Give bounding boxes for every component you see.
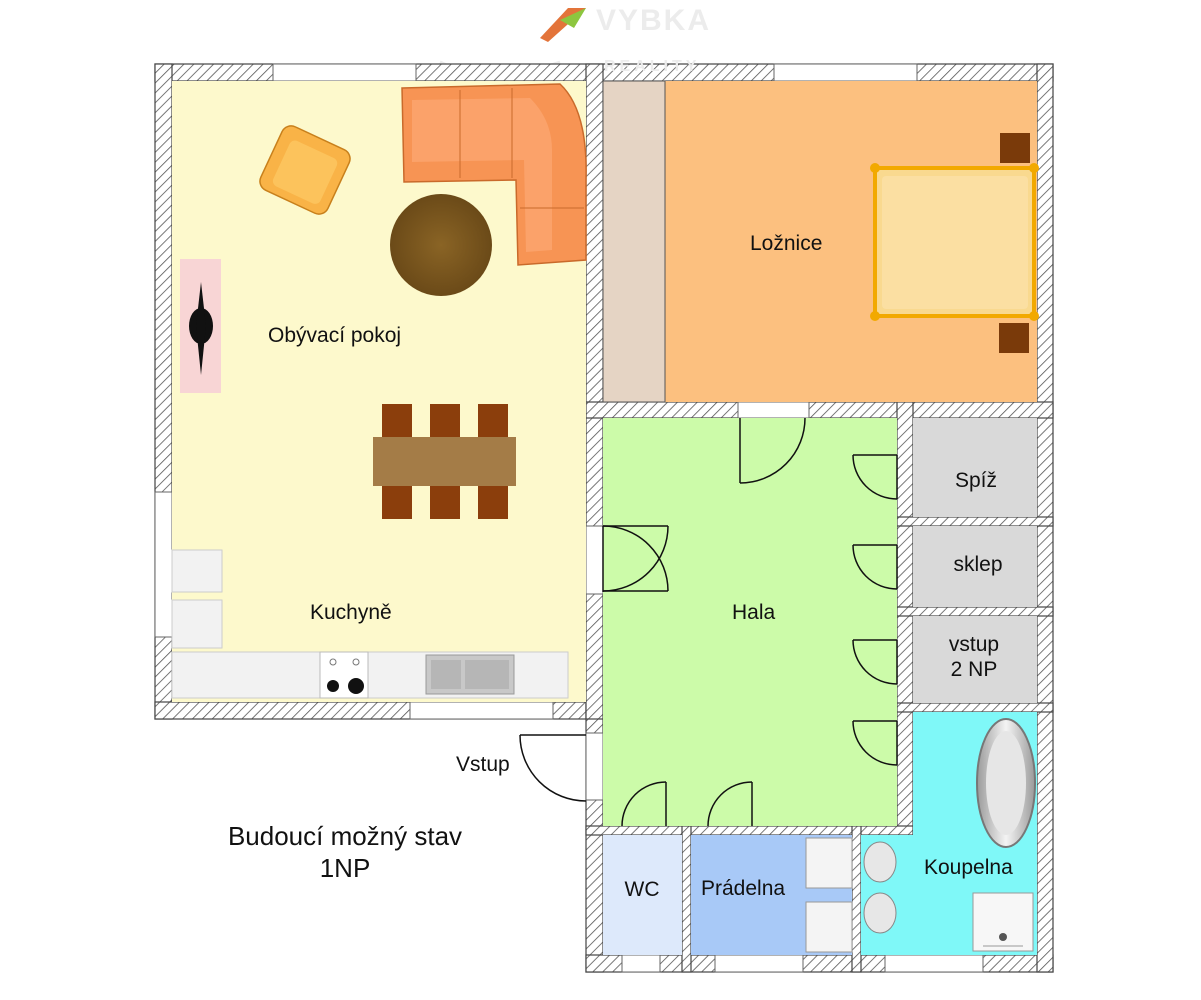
logo-sub: REALITY — [604, 58, 701, 75]
round-rug — [390, 194, 492, 296]
armchair — [259, 125, 351, 215]
label-laundry: Prádelna — [701, 877, 786, 900]
dining-set — [373, 404, 516, 519]
pink-panel — [180, 259, 221, 393]
room-stairs-2np — [913, 616, 1037, 703]
caption-floor: 1NP — [319, 853, 371, 883]
corner-sofa — [401, 83, 587, 266]
room-hall — [603, 418, 897, 826]
label-stairs-2np-line1: vstup — [948, 633, 1000, 656]
label-living-room: Obývací pokoj — [268, 324, 402, 347]
label-bathroom: Koupelna — [924, 856, 1013, 879]
door-swings — [519, 417, 898, 827]
room-wc — [603, 835, 682, 955]
logo-brand: VYBKA — [596, 4, 712, 37]
bathroom-fixtures — [863, 718, 1036, 952]
label-entrance: Vstup — [456, 753, 510, 776]
room-cellar — [913, 526, 1037, 607]
label-kitchen: Kuchyně — [310, 601, 392, 624]
label-pantry: Spíž — [954, 469, 998, 492]
label-bedroom: Ložnice — [750, 232, 823, 255]
label-cellar: sklep — [953, 553, 1003, 576]
bed — [870, 133, 1039, 353]
kitchen-counter — [171, 549, 569, 699]
laundry-machines — [805, 837, 853, 953]
plan-caption: Budoucí možný stav 1NP — [228, 820, 462, 884]
label-stairs-2np-line2: 2 NP — [950, 658, 998, 681]
wardrobe — [602, 80, 666, 403]
caption-title: Budoucí možný stav — [227, 821, 463, 851]
room-pantry — [913, 418, 1037, 517]
label-wc: WC — [624, 878, 660, 901]
label-hall: Hala — [732, 601, 776, 624]
openings — [154, 63, 984, 973]
